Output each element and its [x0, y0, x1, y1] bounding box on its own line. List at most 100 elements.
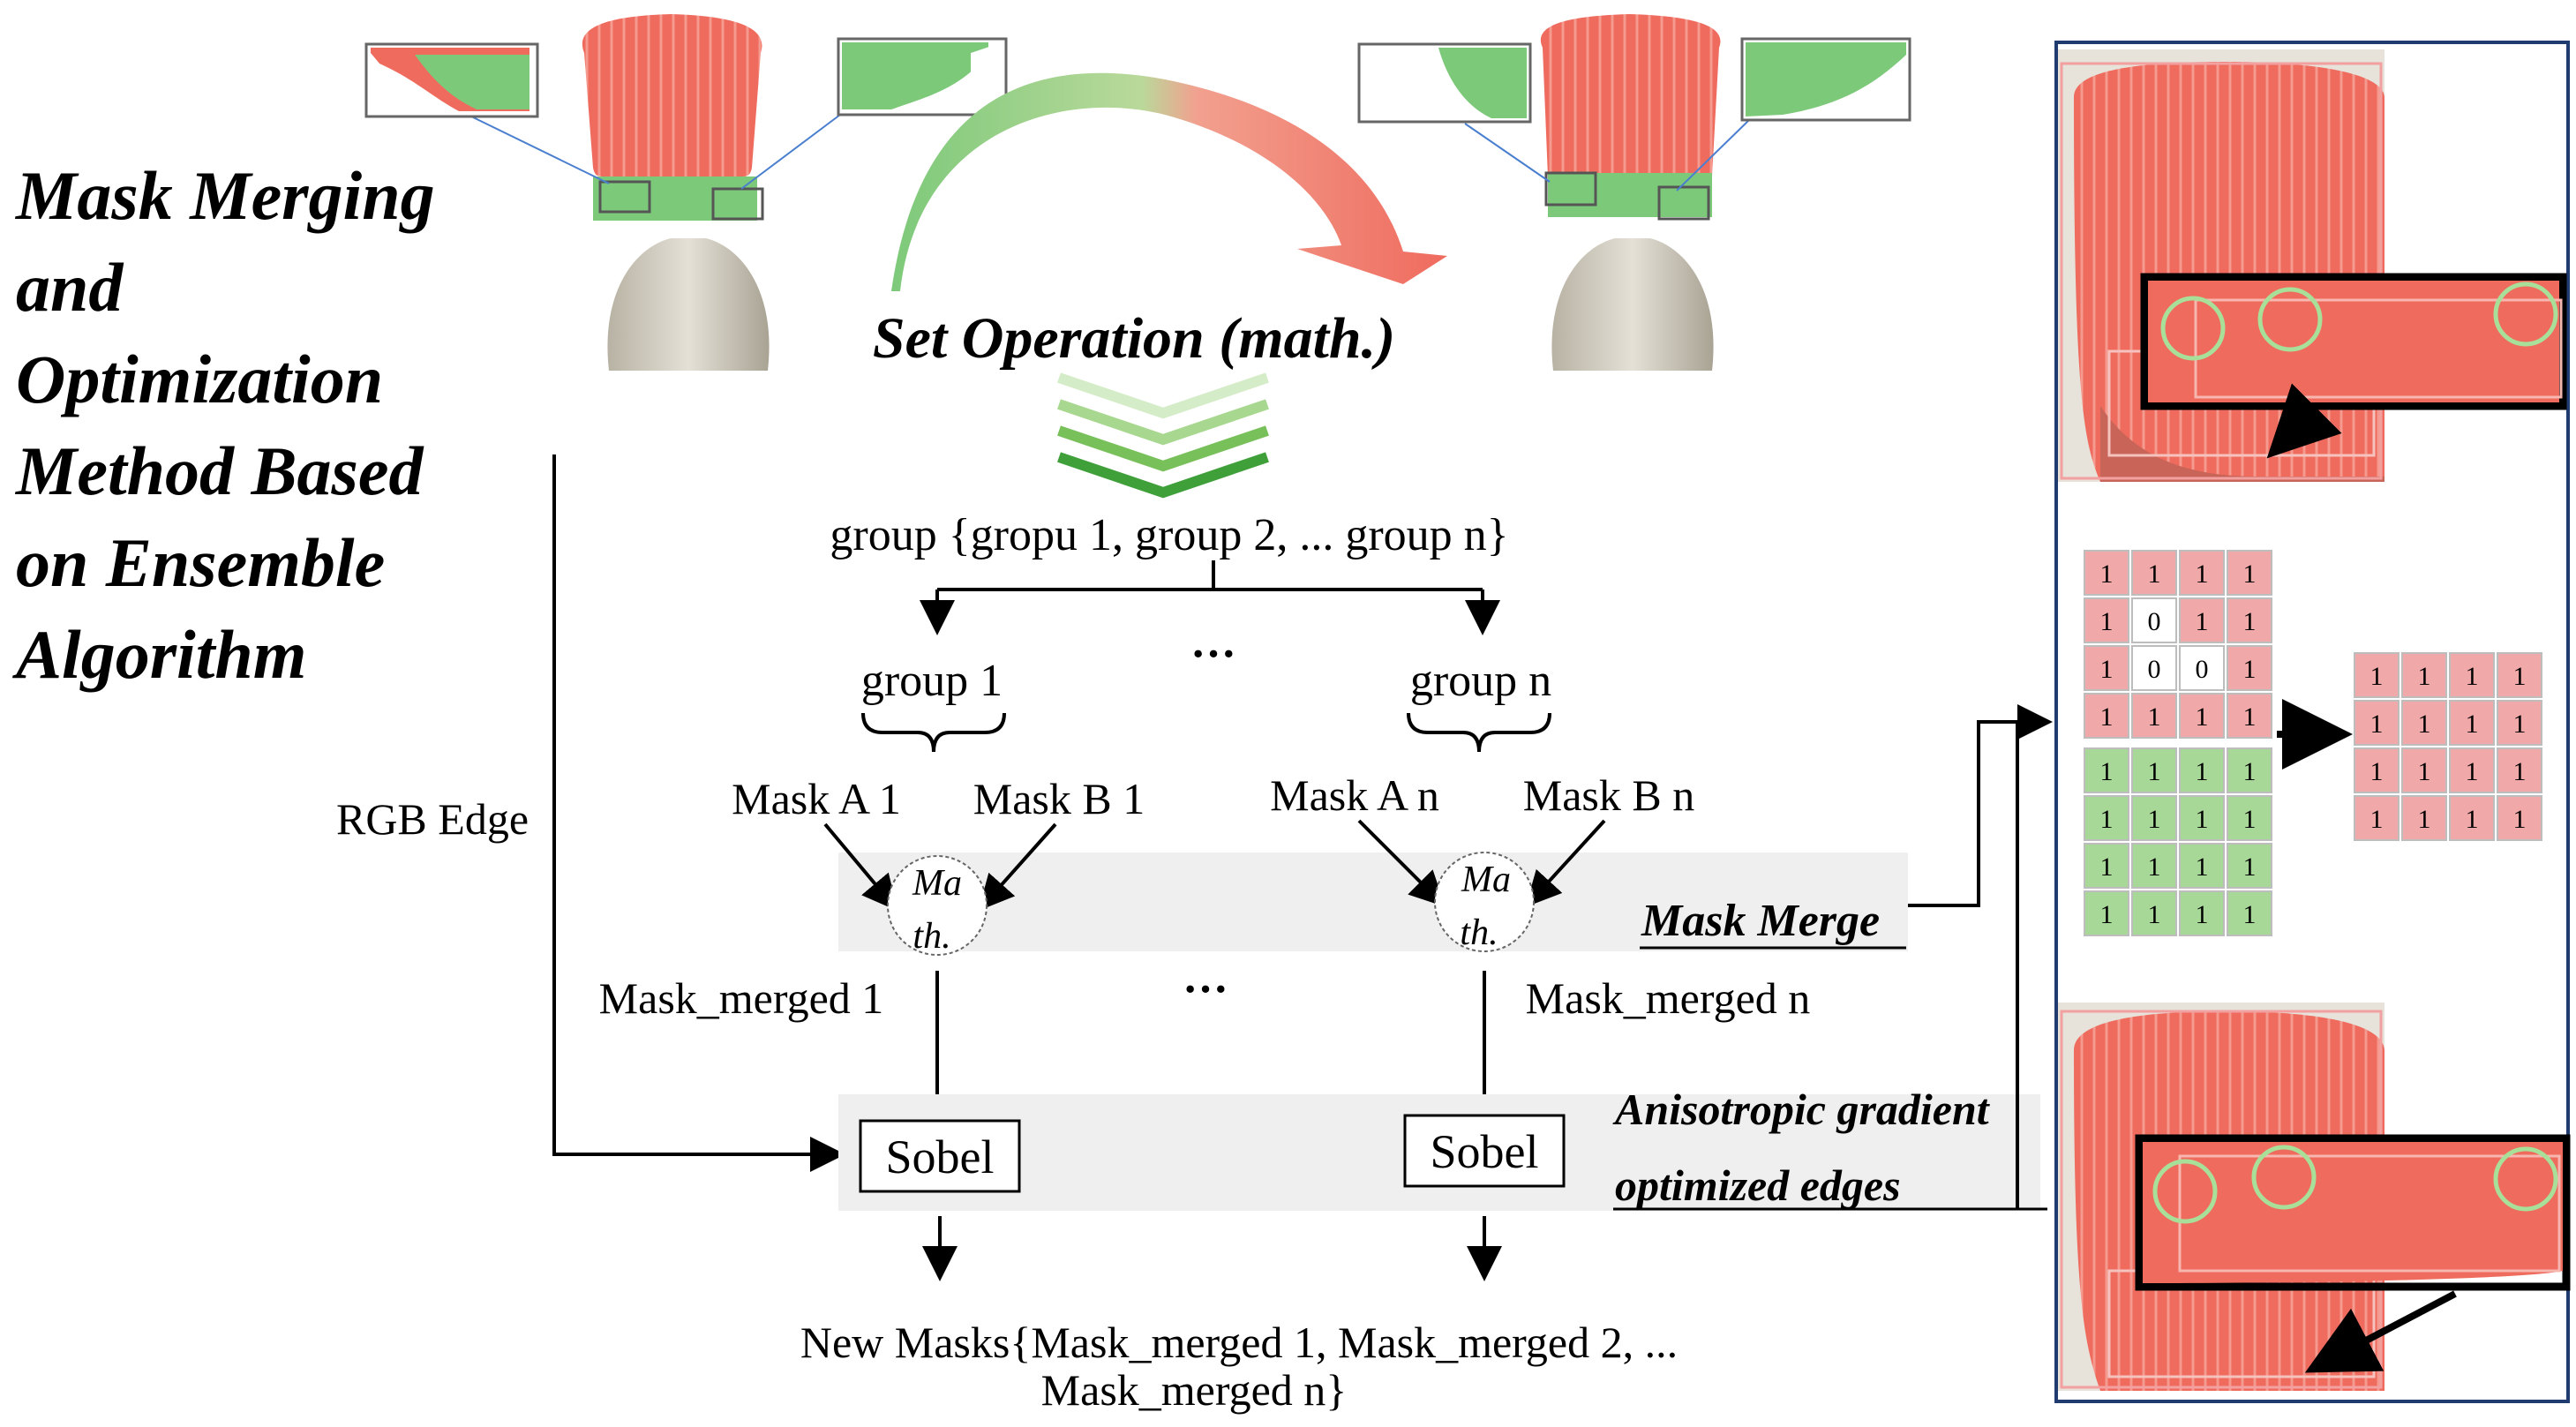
grid-cell	[2449, 652, 2495, 698]
red-mask-left	[582, 14, 762, 176]
zoom-box-small-right-2	[1657, 185, 1710, 221]
grid-cell-value: 1	[2418, 757, 2431, 786]
math-node-n: Ma th.	[1434, 852, 1535, 953]
grid-cell	[2449, 747, 2495, 793]
grid-cell	[2131, 843, 2177, 889]
ellipsis-groups: ···	[1190, 629, 1236, 680]
new-masks-label-line-1: New Masks{Mask_merged 1, Mask_merged 2, …	[800, 1318, 1678, 1367]
mask-merged-n-label: Mask_merged n	[1526, 973, 1811, 1023]
grid-cell	[2084, 645, 2129, 691]
grid-cell	[2401, 795, 2447, 841]
grid-cell-value: 1	[2243, 702, 2257, 732]
grid-cell	[2354, 652, 2400, 698]
detection-image-bottom	[2058, 1003, 2571, 1391]
split-connector	[920, 560, 1500, 635]
grid-cell	[2084, 890, 2129, 936]
grid-cell-value: 1	[2370, 710, 2384, 739]
highlight-circle	[2493, 1146, 2558, 1212]
mask-b1-label: Mask B 1	[973, 774, 1145, 823]
grid-cell	[2084, 597, 2129, 643]
group-n-label: group n	[1410, 656, 1551, 706]
grid-cell-value: 1	[2243, 655, 2257, 684]
grid-cell	[2179, 795, 2225, 841]
mask-merged-1-label: Mask_merged 1	[599, 973, 884, 1023]
grid-cell-value: 1	[2100, 607, 2114, 636]
zoom-box-small-left-2	[711, 187, 764, 221]
grid-cell-value: 1	[2418, 710, 2431, 739]
grid-cell-value: 1	[2466, 662, 2479, 691]
grid-cell-value: 1	[2243, 805, 2257, 834]
mask-an-label: Mask A n	[1270, 770, 1439, 820]
grid-cell	[2227, 843, 2272, 889]
grid-cell	[2401, 747, 2447, 793]
svg-text:Sobel: Sobel	[885, 1130, 994, 1183]
grid-cell	[2227, 747, 2272, 793]
sobel-box-1: Sobel	[859, 1119, 1021, 1193]
grid-cell	[2179, 597, 2225, 643]
title-block: Mask Merging and Optimization Method Bas…	[11, 157, 435, 693]
highlight-circle	[2251, 1145, 2317, 1210]
grid-cell-value: 1	[2148, 900, 2161, 929]
rgb-edge-label: RGB Edge	[336, 794, 529, 844]
svg-text:th.: th.	[1460, 913, 1498, 953]
mushroom-image-left	[364, 14, 1008, 371]
set-operation-label: Set Operation (math.)	[873, 306, 1395, 371]
set-operation-arc-arrow	[891, 72, 1447, 291]
bottle-base-right	[1551, 238, 1714, 371]
grid-cell-value: 1	[2243, 757, 2257, 786]
brace-group-n	[1407, 712, 1551, 753]
mask-arrows	[823, 819, 1606, 912]
zoom-line-right-2	[1676, 119, 1750, 192]
group-set-label: group {gropu 1, group 2, ... group n}	[830, 510, 1508, 560]
grid-cell-value: 1	[2513, 757, 2527, 786]
highlight-circle	[2160, 296, 2226, 361]
grid-cell	[2131, 795, 2177, 841]
grid-cell-value: 1	[2418, 805, 2431, 834]
grid-cell	[2227, 645, 2272, 691]
grid-cell-value: 1	[2148, 702, 2161, 732]
grid-cell	[2401, 652, 2447, 698]
arc-arrow-shape	[891, 72, 1447, 291]
highlight-circle	[2493, 282, 2558, 347]
grid-cell-value: 1	[2196, 900, 2209, 929]
anisotropic-label-line-2: optimized edges	[1615, 1160, 1901, 1210]
grid-cell	[2084, 843, 2129, 889]
grid-cell-value: 0	[2148, 607, 2161, 636]
zoom-inset-left-2	[837, 37, 1008, 116]
grid-cell-value: 1	[2100, 702, 2114, 732]
grid-cell-value: 1	[2370, 757, 2384, 786]
zoom-box-small-left-1	[598, 180, 651, 214]
zoom-inset-left-1	[364, 42, 539, 118]
chevron-down-icon	[1057, 372, 1269, 499]
mask-merge-label: Mask Merge	[1641, 896, 1880, 946]
svg-text:Ma: Ma	[1461, 860, 1511, 900]
grid-cell-value: 1	[2196, 852, 2209, 882]
svg-text:Sobel: Sobel	[1430, 1125, 1538, 1178]
svg-text:Ma: Ma	[912, 863, 962, 904]
title-line-2: and	[16, 249, 124, 326]
grid-cell	[2354, 795, 2400, 841]
detection-image-top	[2058, 49, 2567, 482]
grid-cell-value: 1	[2100, 852, 2114, 882]
bottle-base-left	[607, 238, 770, 371]
grid-cell-value: 0	[2196, 655, 2209, 684]
grid-cell-value: 1	[2100, 805, 2114, 834]
grid-cell-value: 1	[2148, 852, 2161, 882]
zoom-line-left-2	[740, 114, 841, 190]
zoom-inset-right-2	[1740, 37, 1911, 122]
zoom-frame-top	[2140, 273, 2567, 410]
grid-cell	[2179, 843, 2225, 889]
grid-cell-value: 1	[2100, 900, 2114, 929]
grid-cell	[2227, 693, 2272, 739]
grid-cell	[2084, 747, 2129, 793]
title-line-6: Algorithm	[11, 616, 306, 693]
grid-cell	[2354, 700, 2400, 746]
grid-cell	[2084, 550, 2129, 596]
green-mask-left	[593, 176, 757, 221]
grid-cell-value: 1	[2100, 757, 2114, 786]
grid-cell-value: 1	[2243, 900, 2257, 929]
